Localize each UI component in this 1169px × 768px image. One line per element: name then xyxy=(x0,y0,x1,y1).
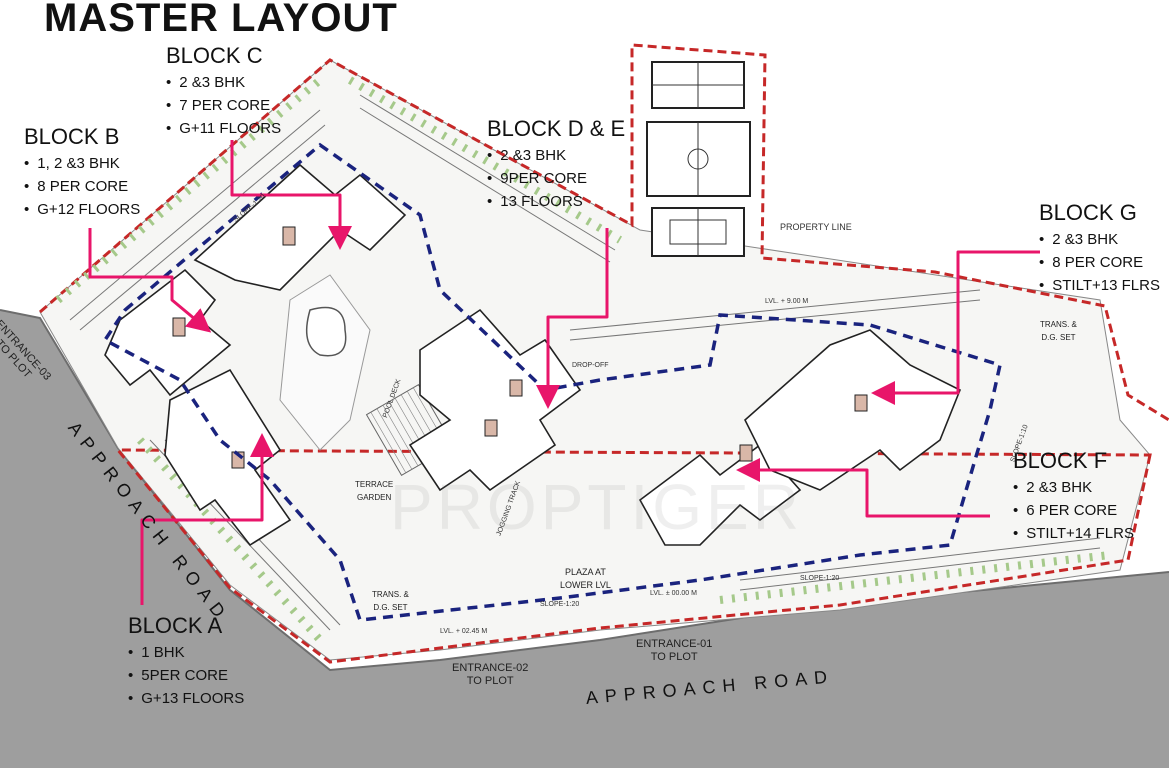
block-g-feature: STILT+13 FLRS xyxy=(1039,274,1160,297)
entrance-01-line: ENTRANCE-01 xyxy=(636,638,713,650)
trans-dg-line: D.G. SET xyxy=(373,603,408,612)
trans-dg-left-label: TRANS. & D.G. SET xyxy=(372,588,409,614)
planting-strip xyxy=(347,76,623,244)
arrow-block-f xyxy=(736,458,990,518)
trans-dg-right-label: TRANS. & D.G. SET xyxy=(1040,318,1077,344)
block-b-feature: 8 PER CORE xyxy=(24,175,140,198)
block-de-features: 2 &3 BHK 9PER CORE 13 FLOORS xyxy=(487,144,625,213)
level-label: LVL. + 9.00 M xyxy=(765,298,809,305)
arrow-block-g xyxy=(871,250,1040,405)
block-de-info: BLOCK D & E 2 &3 BHK 9PER CORE 13 FLOORS xyxy=(487,116,625,213)
block-a-features: 1 BHK 5PER CORE G+13 FLOORS xyxy=(128,641,244,710)
terrace-garden-line: GARDEN xyxy=(357,493,392,502)
trans-dg-line: TRANS. & xyxy=(372,590,409,599)
block-c-feature: 2 &3 BHK xyxy=(166,71,281,94)
block-de-feature: 2 &3 BHK xyxy=(487,144,625,167)
block-f-feature: 6 PER CORE xyxy=(1013,499,1134,522)
property-boundary xyxy=(39,43,1169,664)
plaza-line: LOWER LVL xyxy=(560,580,611,590)
block-a-feature: G+13 FLOORS xyxy=(128,687,244,710)
watermark: PROPTIGER xyxy=(390,471,803,543)
block-c-info: BLOCK C 2 &3 BHK 7 PER CORE G+11 FLOORS xyxy=(166,43,281,140)
slope-label: SLOPE-1:20 xyxy=(540,601,580,608)
entrance-02-line: ENTRANCE-02 xyxy=(452,662,529,674)
entrance-01-label: ENTRANCE-01 TO PLOT xyxy=(636,638,712,664)
entrance-02-line: TO PLOT xyxy=(466,675,514,687)
planting-strip xyxy=(137,437,323,643)
block-a-feature: 5PER CORE xyxy=(128,664,244,687)
page-title: MASTER LAYOUT xyxy=(44,0,398,40)
block-de-name: BLOCK D & E xyxy=(487,116,626,141)
arrow-block-c xyxy=(230,140,352,250)
block-c-name: BLOCK C xyxy=(166,43,263,68)
arrow-block-b xyxy=(88,228,212,333)
block-a-info: BLOCK A 1 BHK 5PER CORE G+13 FLOORS xyxy=(128,613,244,710)
block-f-feature: STILT+14 FLRS xyxy=(1013,522,1134,545)
block-f-features: 2 &3 BHK 6 PER CORE STILT+14 FLRS xyxy=(1013,476,1134,545)
block-c-feature: 7 PER CORE xyxy=(166,94,281,117)
block-f-feature: 2 &3 BHK xyxy=(1013,476,1134,499)
block-b-feature: G+12 FLOORS xyxy=(24,198,140,221)
terrace-garden-line: TERRACE xyxy=(355,480,394,489)
central-garden xyxy=(279,274,371,451)
entrance-01-line: TO PLOT xyxy=(650,651,698,663)
block-arrows xyxy=(88,140,1040,605)
arrow-block-a xyxy=(140,433,274,605)
block-f-name: BLOCK F xyxy=(1013,448,1108,473)
pool xyxy=(305,306,347,357)
block-b-info: BLOCK B 1, 2 &3 BHK 8 PER CORE G+12 FLOO… xyxy=(24,124,140,221)
block-b-feature: 1, 2 &3 BHK xyxy=(24,152,140,175)
drop-off-label: DROP-OFF xyxy=(572,362,609,369)
block-g-features: 2 &3 BHK 8 PER CORE STILT+13 FLRS xyxy=(1039,228,1160,297)
internal-route xyxy=(102,142,1003,622)
entrance-02-label: ENTRANCE-02 TO PLOT xyxy=(452,662,528,688)
level-label: LVL. + 02.45 M xyxy=(440,628,488,635)
block-de-feature: 13 FLOORS xyxy=(487,190,625,213)
block-c-feature: G+11 FLOORS xyxy=(166,117,281,140)
terrace-garden-label: TERRACE GARDEN xyxy=(355,478,393,504)
block-b-name: BLOCK B xyxy=(24,124,120,149)
property-line-label: PROPERTY LINE xyxy=(780,222,852,232)
trans-dg-line: TRANS. & xyxy=(1040,320,1077,329)
block-c-features: 2 &3 BHK 7 PER CORE G+11 FLOORS xyxy=(166,71,281,140)
court-markings xyxy=(652,62,744,256)
block-g-info: BLOCK G 2 &3 BHK 8 PER CORE STILT+13 FLR… xyxy=(1039,200,1160,297)
approach-road xyxy=(0,310,1169,768)
plaza-line: PLAZA AT xyxy=(565,567,606,577)
block-de-feature: 9PER CORE xyxy=(487,167,625,190)
block-a-feature: 1 BHK xyxy=(128,641,244,664)
block-a-name: BLOCK A xyxy=(128,613,223,638)
level-label: LVL. ± 00.00 M xyxy=(650,590,697,597)
slope-label: SLOPE-1:20 xyxy=(800,575,840,582)
trans-dg-line: D.G. SET xyxy=(1041,333,1076,342)
block-b-features: 1, 2 &3 BHK 8 PER CORE G+12 FLOORS xyxy=(24,152,140,221)
block-g-feature: 2 &3 BHK xyxy=(1039,228,1160,251)
block-g-name: BLOCK G xyxy=(1039,200,1137,225)
block-g-feature: 8 PER CORE xyxy=(1039,251,1160,274)
arrow-block-de xyxy=(536,228,609,409)
block-f-info: BLOCK F 2 &3 BHK 6 PER CORE STILT+14 FLR… xyxy=(1013,448,1134,545)
plaza-label: PLAZA AT LOWER LVL xyxy=(560,566,611,592)
